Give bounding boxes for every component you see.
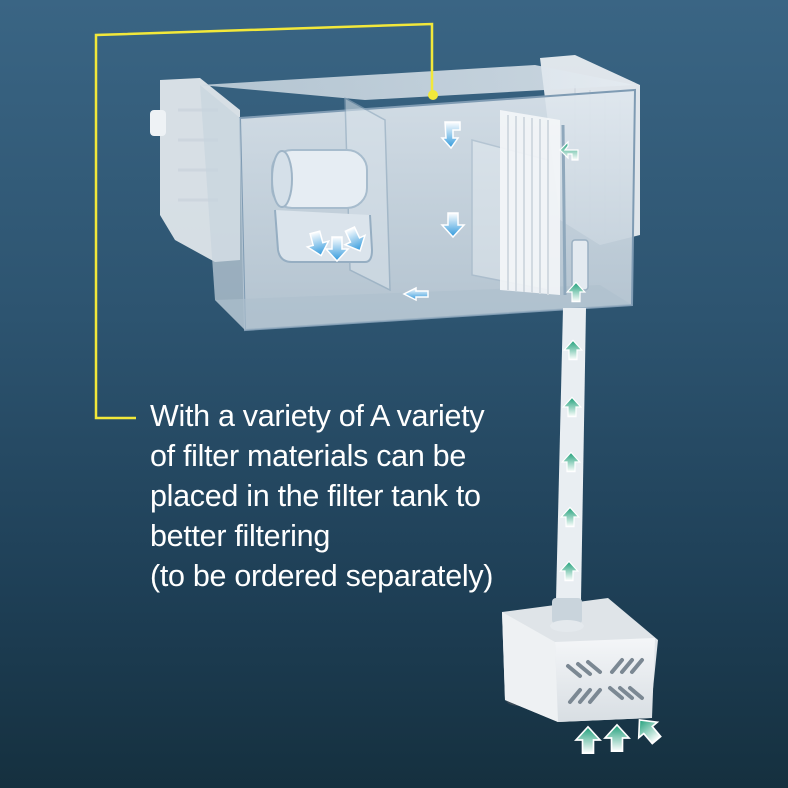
callout-leader-line <box>94 22 434 420</box>
filter-sponge-panel <box>500 110 560 295</box>
flow-arrows-green <box>559 140 586 582</box>
tank-top <box>200 65 635 100</box>
caption-line: With a variety of A variety <box>150 399 485 433</box>
filter-drum <box>271 149 374 263</box>
caption-line: of filter materials can be <box>150 439 466 473</box>
feature-caption: With a variety of A variety of filter ma… <box>150 396 493 596</box>
water-pump <box>502 598 658 722</box>
caption-line: placed in the filter tank to <box>150 479 481 513</box>
callout-dot <box>428 90 438 100</box>
flow-arrows-blue <box>303 121 465 302</box>
caption-line: better filtering <box>150 519 330 553</box>
caption-line: (to be ordered separately) <box>150 559 494 593</box>
